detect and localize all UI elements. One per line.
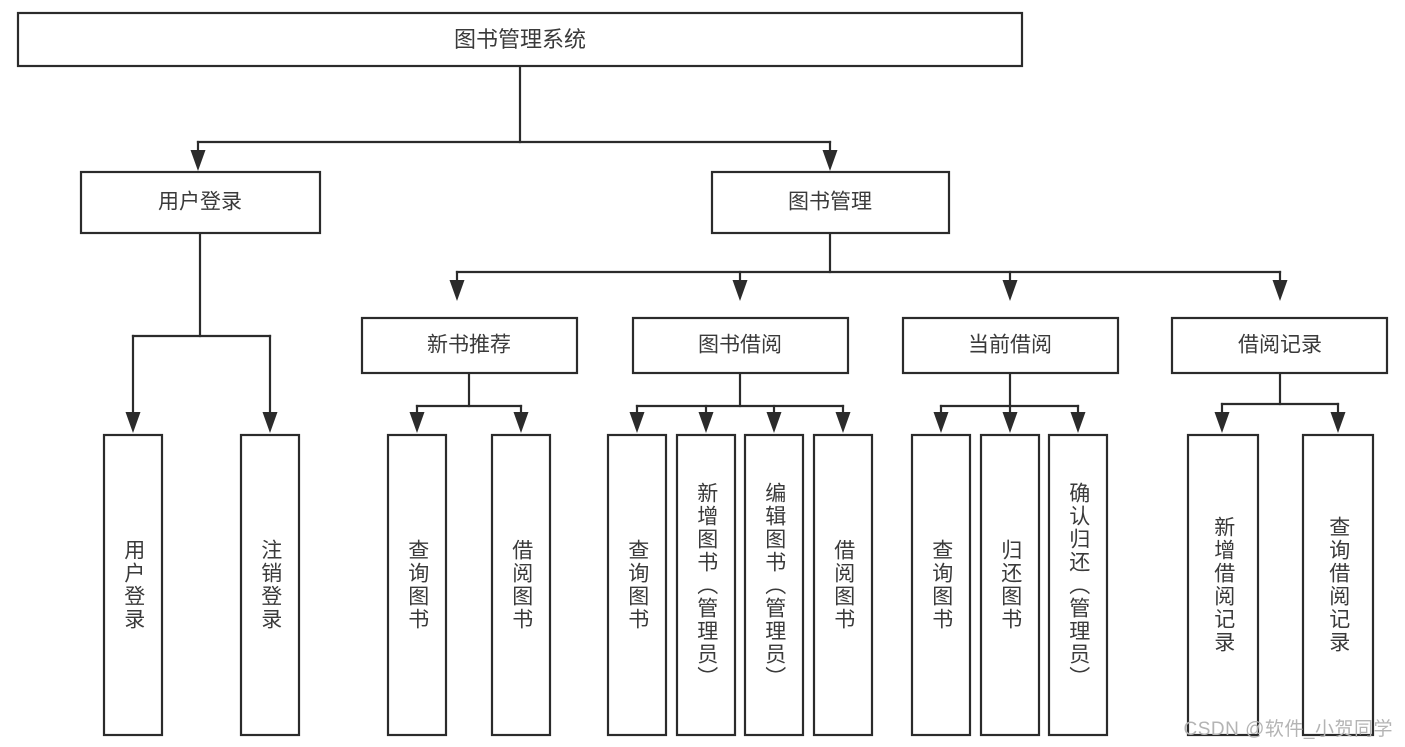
leaf-box-new-book-0[interactable] (386, 433, 448, 737)
connector-bookmgmt-to-level3 (449, 231, 1288, 301)
leaf-box-book-borrow-1[interactable] (675, 433, 737, 737)
node-book-management-label: 图书管理 (788, 191, 872, 214)
connector-current-to-leaves (933, 371, 1086, 433)
connector-root-to-level2 (190, 64, 838, 171)
node-book-borrow[interactable]: 图书借阅 (631, 316, 850, 375)
leaf-box-current-borrow-2[interactable] (1047, 433, 1109, 737)
node-user-login[interactable]: 用户登录 (79, 170, 322, 235)
leaf-box-user-login-0[interactable] (102, 433, 164, 737)
node-book-borrow-label: 图书借阅 (698, 334, 782, 357)
leaf-box-borrow-record-0[interactable] (1186, 433, 1260, 737)
leaf-box-current-borrow-1[interactable] (979, 433, 1041, 737)
node-new-book-recommend[interactable]: 新书推荐 (360, 316, 579, 375)
connector-record-to-leaves (1214, 371, 1346, 433)
node-root-system[interactable]: 图书管理系统 (16, 11, 1024, 68)
leaf-box-user-login-1[interactable] (239, 433, 301, 737)
connector-newbook-to-leaves (409, 371, 529, 433)
connector-borrow-to-leaves (629, 371, 851, 433)
node-borrow-record-label: 借阅记录 (1238, 334, 1322, 357)
node-borrow-record[interactable]: 借阅记录 (1170, 316, 1389, 375)
connector-userlogin-to-leaves (125, 231, 278, 433)
leaf-box-current-borrow-0[interactable] (910, 433, 972, 737)
node-current-borrow-label: 当前借阅 (968, 334, 1052, 357)
leaf-box-book-borrow-0[interactable] (606, 433, 668, 737)
leaf-box-book-borrow-3[interactable] (812, 433, 874, 737)
node-current-borrow[interactable]: 当前借阅 (901, 316, 1120, 375)
node-user-login-label: 用户登录 (158, 191, 242, 214)
node-root-label: 图书管理系统 (454, 27, 586, 52)
node-book-management[interactable]: 图书管理 (710, 170, 951, 235)
leaf-box-borrow-record-1[interactable] (1301, 433, 1375, 737)
leaf-box-new-book-1[interactable] (490, 433, 552, 737)
leaf-box-book-borrow-2[interactable] (743, 433, 805, 737)
node-new-book-recommend-label: 新书推荐 (427, 334, 511, 357)
